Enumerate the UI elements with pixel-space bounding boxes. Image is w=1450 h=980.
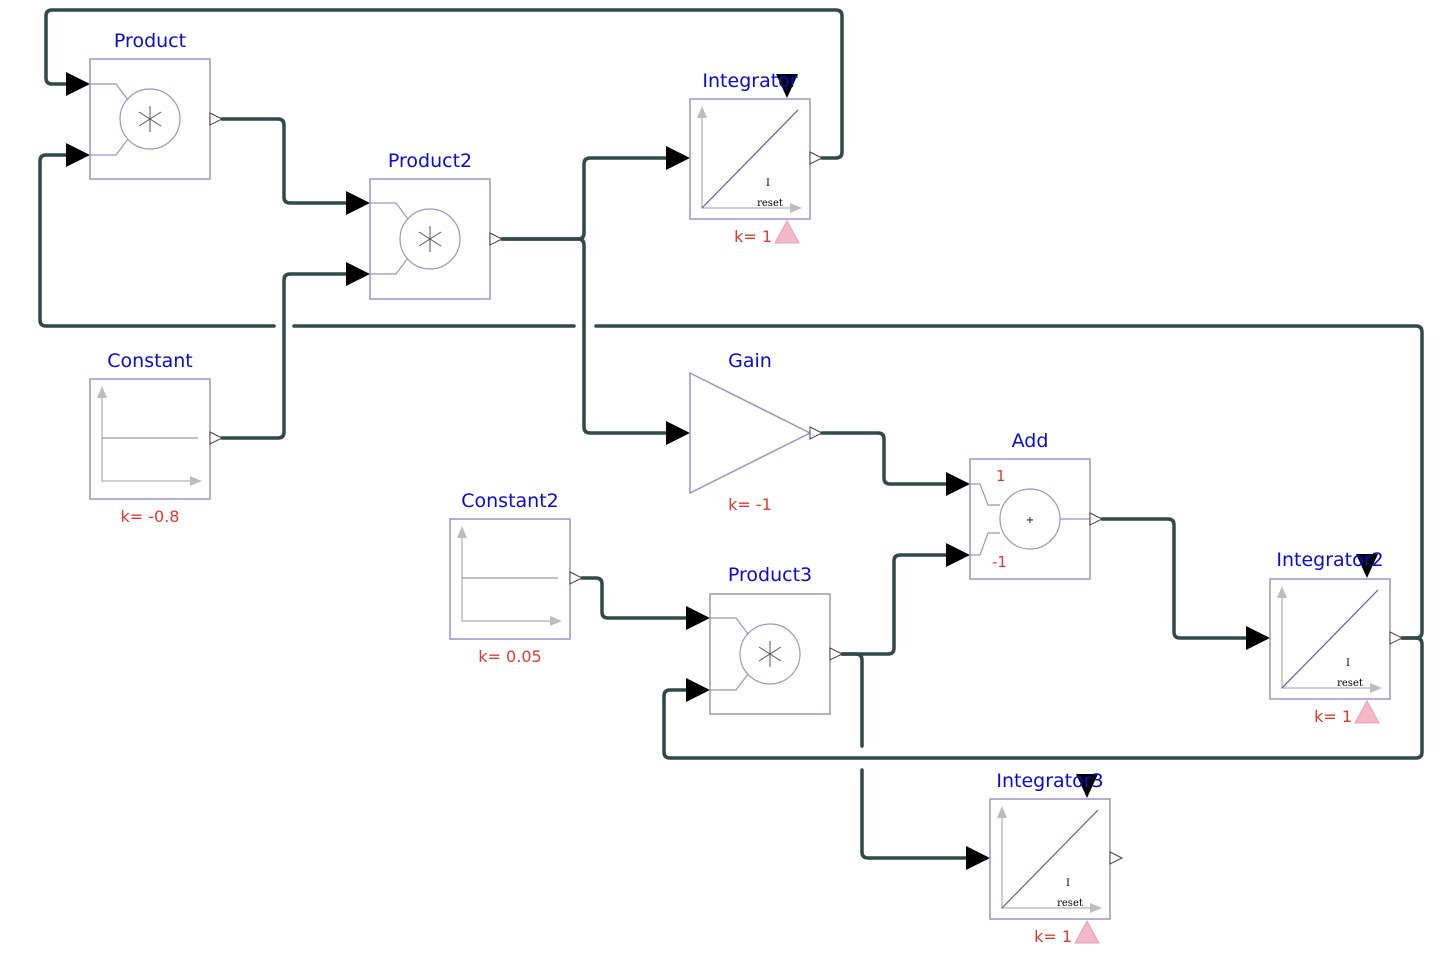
integrator3-block[interactable]: Integrator3 I reset k= 1 — [989, 770, 1124, 946]
integrator-reset-marker[interactable] — [774, 219, 800, 244]
constant2-title: Constant2 — [461, 490, 559, 512]
multiply-icon — [138, 106, 162, 132]
product-title: Product — [114, 30, 186, 52]
add-symbol: + — [1026, 515, 1034, 526]
product-multiply-circle — [119, 88, 181, 150]
integrator2-reset-arrow — [1356, 554, 1378, 578]
product-block[interactable]: Product — [89, 30, 224, 180]
integrator-title: Integrator — [702, 70, 797, 92]
add-in1-sign: 1 — [996, 467, 1006, 485]
add-block[interactable]: Add + 1 -1 — [969, 430, 1104, 580]
product2-title: Product2 — [388, 150, 472, 172]
product2-block[interactable]: Product2 — [369, 150, 504, 300]
constant2-block[interactable]: Constant2 k= 0.05 — [449, 490, 584, 666]
product3-block[interactable]: Product3 — [709, 564, 844, 715]
wire-add-to-integrator2[interactable] — [1100, 517, 1248, 640]
ramp-line — [1281, 589, 1379, 689]
integrator2-out-port[interactable] — [1389, 631, 1404, 645]
product3-title: Product3 — [728, 564, 812, 586]
integrator3-title: Integrator3 — [996, 770, 1103, 792]
integrator3-reset-label: reset — [1057, 898, 1083, 909]
add-out-port[interactable] — [1089, 512, 1104, 526]
integrator3-reset-arrow — [1076, 774, 1098, 798]
product3-in2-arrow — [686, 678, 710, 702]
integrator-out-port[interactable] — [809, 151, 824, 165]
add-sum-circle — [999, 488, 1061, 550]
constant2-param: k= 0.05 — [478, 647, 541, 666]
constant-out-port[interactable] — [209, 431, 224, 445]
wire-gain-to-add[interactable] — [820, 431, 948, 486]
input-arrowheads — [66, 72, 1378, 870]
add-in2-sign: -1 — [992, 553, 1007, 571]
multiply-icon — [758, 641, 782, 667]
product2-multiply-circle — [399, 208, 461, 270]
integrator-reset-arrow — [776, 74, 798, 98]
integrator2-reset-label: reset — [1337, 678, 1363, 689]
wire-product3-to-integrator3[interactable] — [840, 652, 968, 860]
ramp-line — [701, 109, 799, 209]
add-title: Add — [1012, 430, 1049, 452]
integrator2-title: Integrator2 — [1276, 549, 1383, 571]
constant-param: k= -0.8 — [121, 507, 180, 526]
integrator2-block[interactable]: Integrator2 I reset k= 1 — [1269, 549, 1404, 726]
integrator3-inner-label: I — [1066, 878, 1070, 889]
wire-integrator-to-product[interactable] — [44, 8, 844, 160]
product2-in1-arrow — [346, 191, 370, 215]
integrator3-out-port[interactable] — [1109, 851, 1124, 865]
wire-product2-to-integrator[interactable] — [500, 156, 668, 241]
integrator3-param: k= 1 — [1034, 927, 1072, 946]
gain-body[interactable] — [689, 371, 812, 495]
integrator-in-arrow — [666, 146, 690, 170]
gain-out-port[interactable] — [809, 426, 824, 440]
integrator3-in-arrow — [966, 846, 990, 870]
gain-in-arrow — [666, 421, 690, 445]
wire-integrator2-to-product3[interactable] — [662, 636, 1424, 760]
product3-in1-arrow — [686, 606, 710, 630]
wires — [38, 8, 1424, 860]
wire-constant-to-product2[interactable] — [220, 272, 348, 440]
multiply-icon — [418, 226, 442, 252]
product3-out-port[interactable] — [829, 647, 844, 661]
product3-multiply-circle — [739, 623, 801, 685]
integrator2-param: k= 1 — [1314, 707, 1352, 726]
product-in2-arrow — [66, 143, 90, 167]
gain-block[interactable]: Gain k= -1 — [689, 350, 824, 514]
ramp-line — [1001, 809, 1099, 909]
integrator3-reset-marker[interactable] — [1074, 919, 1100, 944]
integrator-reset-label: reset — [757, 198, 783, 209]
add-in1-arrow — [946, 472, 970, 496]
constant2-out-port[interactable] — [569, 571, 584, 585]
integrator-param: k= 1 — [734, 227, 772, 246]
product-in1-arrow — [66, 72, 90, 96]
constant-title: Constant — [107, 350, 192, 372]
gain-param: k= -1 — [728, 495, 772, 514]
gain-title: Gain — [728, 350, 772, 372]
integrator-inner-label: I — [766, 178, 770, 189]
integrator2-inner-label: I — [1346, 658, 1350, 669]
wire-product-to-product2[interactable] — [220, 117, 348, 205]
wire-constant2-to-product3[interactable] — [580, 576, 688, 620]
integrator2-reset-marker[interactable] — [1354, 699, 1380, 724]
constant-block[interactable]: Constant k= -0.8 — [89, 350, 224, 526]
add-in2-arrow — [946, 543, 970, 567]
wire-product3-to-add[interactable] — [840, 553, 948, 656]
integrator2-in-arrow — [1246, 626, 1270, 650]
product2-out-port[interactable] — [489, 232, 504, 246]
integrator-block[interactable]: Integrator I reset k= 1 — [689, 70, 824, 246]
wire-product2-to-gain[interactable] — [500, 237, 668, 435]
product-out-port[interactable] — [209, 112, 224, 126]
product2-in2-arrow — [346, 262, 370, 286]
